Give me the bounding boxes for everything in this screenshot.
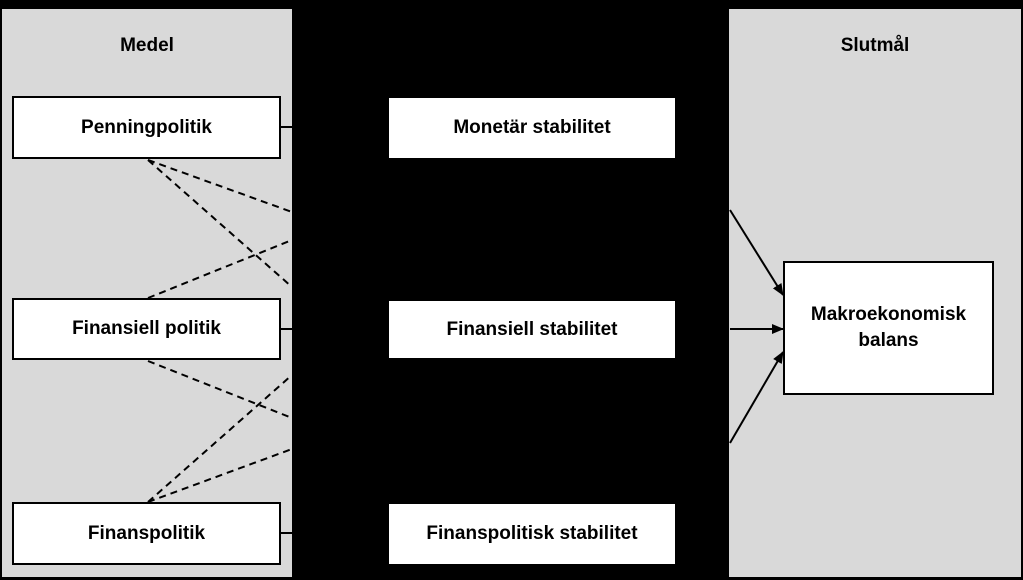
- dashed-link-penning-2: [147, 159, 293, 288]
- intermediate-box-finansiell: Finansiell stabilitet: [389, 301, 675, 358]
- intermediate-label: Finansiell stabilitet: [446, 318, 618, 340]
- intermediate-box-finanspolitisk: Finanspolitisk stabilitet: [389, 504, 675, 564]
- goal-label: Makroekonomisk balans: [810, 304, 967, 351]
- means-box-penningpolitik: Penningpolitik: [12, 96, 281, 159]
- means-label: Finansiell politik: [72, 318, 221, 339]
- dashed-link-penning-1: [147, 159, 293, 213]
- goal-box: Makroekonomisk balans: [783, 261, 994, 395]
- goal-panel-title: Slutmål: [840, 35, 910, 56]
- means-panel-title: Medel: [120, 35, 174, 56]
- dashed-link-finans-1: [147, 374, 293, 503]
- intermediate-label: Finanspolitisk stabilitet: [426, 523, 638, 544]
- means-label: Finanspolitik: [87, 522, 206, 544]
- means-label: Penningpolitik: [81, 116, 212, 138]
- intermediate-label: Monetär stabilitet: [453, 117, 611, 138]
- arrow-top: [729, 209, 784, 296]
- dashed-link-finans-2: [147, 448, 293, 503]
- means-box-finansiell-politik: Finansiell politik: [12, 298, 281, 360]
- dashed-link-finansiell-1: [147, 239, 293, 299]
- dashed-link-finansiell-2: [147, 360, 293, 419]
- means-box-finanspolitik: Finanspolitik: [12, 502, 281, 565]
- intermediate-box-monetar: Monetär stabilitet: [389, 98, 675, 158]
- arrow-bottom: [729, 351, 784, 444]
